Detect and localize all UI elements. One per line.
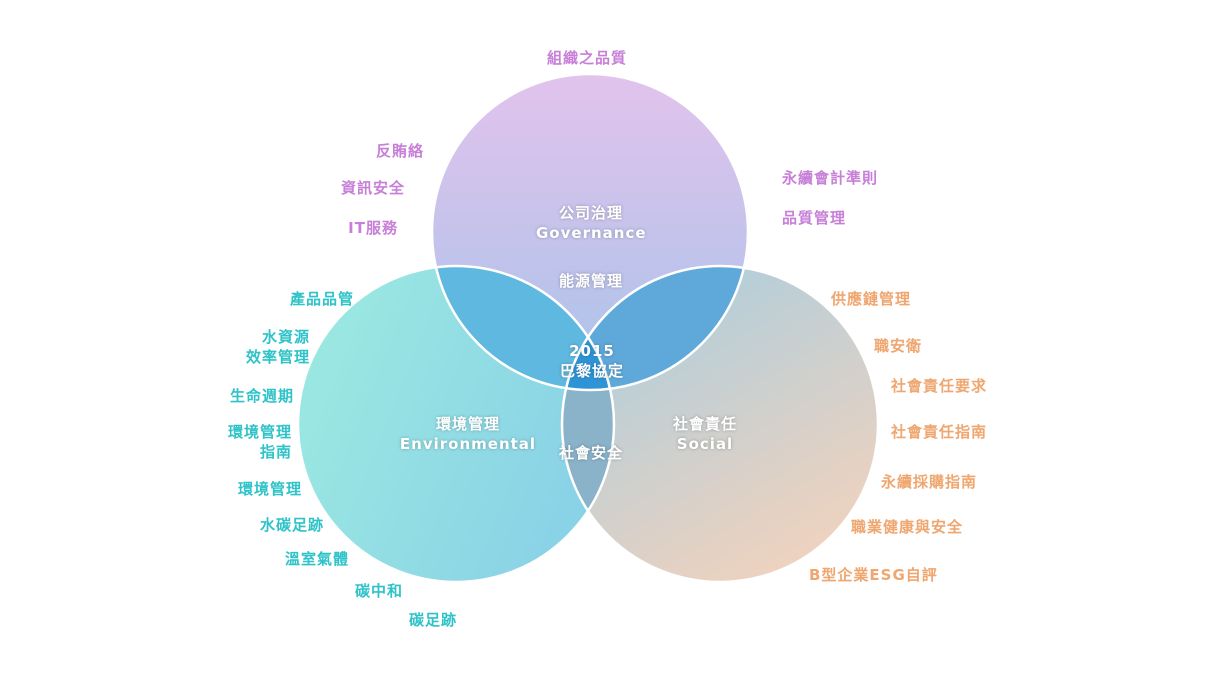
soc-item-sustainable-procurement: 永續採購指南 [881,473,978,491]
social-safety-label: 社會安全 [558,444,623,462]
soc-item-occupational-health: 職業健康與安全 [851,518,964,536]
gov-item-info-security: 資訊安全 [340,179,405,197]
overlap-gov-soc [562,266,748,390]
env-item-water-efficiency: 水資源 效率管理 [246,327,310,367]
social-en-label: Social [676,435,734,453]
env-item-carbon-neutral: 碳中和 [354,582,403,600]
soc-item-sr-requirements: 社會責任要求 [891,377,988,395]
environmental-outline [296,264,616,584]
soc-item-ohs: 職安衛 [874,337,923,355]
env-item-life-cycle: 生命週期 [229,387,294,405]
social-label: 社會責任 [672,415,737,433]
governance-outline [430,72,750,392]
environmental-label: 環境管理 [435,415,500,433]
soc-item-supply-chain: 供應鏈管理 [831,290,912,308]
environmental-en-label: Environmental [399,435,537,453]
gov-item-anti-bribery: 反賄絡 [375,142,424,160]
env-item-env-guide: 環境管理 指南 [228,422,292,462]
social-title: 社會責任 Social [650,414,760,454]
gov-item-sustainability-accounting: 永續會計準則 [782,169,879,187]
gov-item-quality-management: 品質管理 [782,209,847,227]
gov-item-quality-org: 組織之品質 [547,49,628,67]
soc-item-sr-guide: 社會責任指南 [891,423,988,441]
gov-item-it-service: IT服務 [348,219,398,237]
env-item-carbon-footprint: 碳足跡 [408,611,457,629]
overlap-gov-env [432,266,614,390]
env-item-water-carbon-footprint: 水碳足跡 [259,516,324,534]
governance-title: 公司治理 Governance [536,203,646,243]
environmental-title: 環境管理 Environmental [398,414,538,454]
env-item-env-management: 環境管理 [237,480,302,498]
env-item-ghg: 溫室氣體 [284,550,349,568]
env-item-env-guide-line2: 指南 [259,443,292,461]
soc-item-bcorp-esg: B型企業ESG自評 [809,566,938,584]
env-item-water-line2: 效率管理 [245,348,310,366]
governance-label: 公司治理 [558,204,623,222]
env-item-env-guide-line1: 環境管理 [227,423,292,441]
center-label: 巴黎協定 [559,362,624,380]
energy-management-label: 能源管理 [558,272,623,290]
governance-en-label: Governance [536,224,647,242]
env-item-product-qc: 產品品管 [289,290,354,308]
center-title: 2015 巴黎協定 [548,341,636,381]
env-item-water-line1: 水資源 [261,328,310,346]
social-outline [560,264,880,584]
center-year: 2015 [569,342,615,360]
